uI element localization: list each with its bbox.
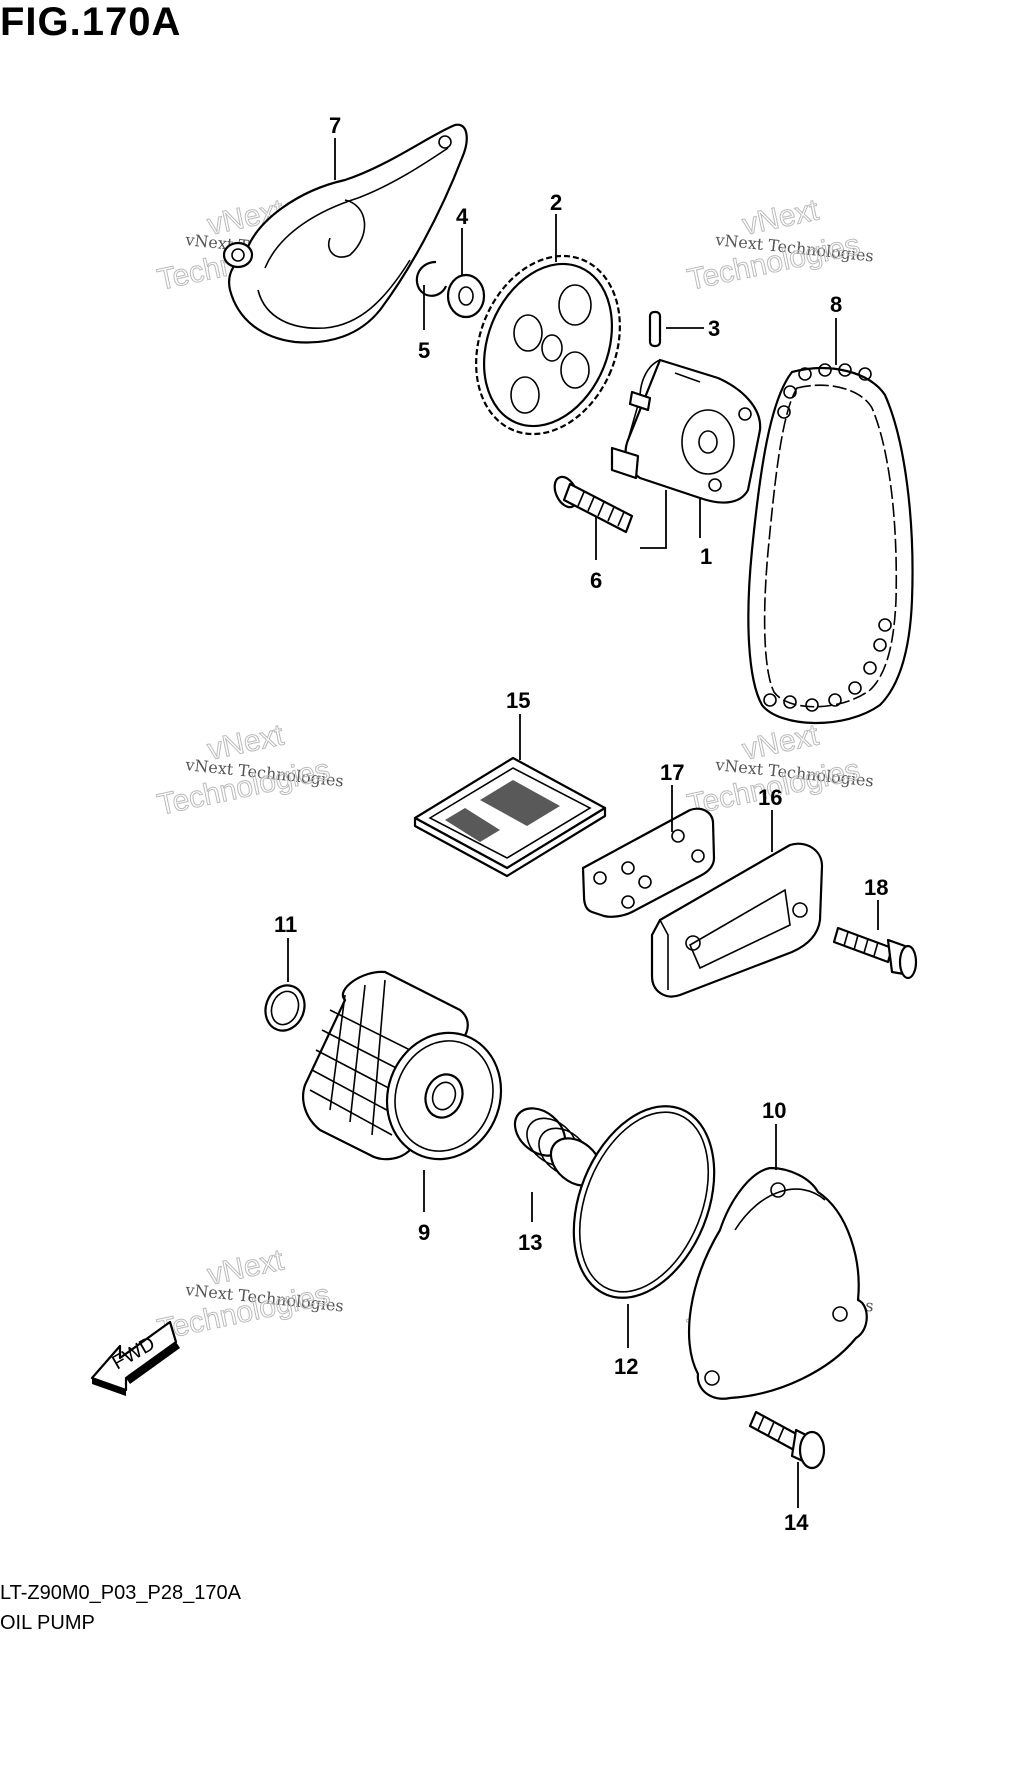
leader-lines [287,138,879,1508]
callout-18: 18 [864,875,888,900]
watermark: vNext vNext Technologies Technologies [154,1243,345,1347]
part-15-oil-strainer[interactable] [413,756,607,878]
fwd-arrow: FWD [90,1320,180,1396]
watermark: vNext vNext Technologies Technologies [684,193,875,297]
part-1-oil-pump-body[interactable] [610,358,762,504]
callout-8: 8 [830,292,842,317]
callout-11: 11 [274,912,297,937]
part-2-driven-gear[interactable] [450,234,645,456]
callout-1: 1 [700,544,712,569]
part-3-pin[interactable] [648,310,662,348]
part-17-gasket[interactable] [581,807,716,918]
callout-12: 12 [614,1354,638,1379]
part-10-filter-cap[interactable] [688,1166,868,1400]
callout-labels: 1 2 3 4 5 6 7 8 9 10 11 12 13 14 15 16 1… [274,113,888,1535]
callout-5: 5 [418,338,430,363]
figure-code: LT-Z90M0_P03_P28_170A [0,1582,241,1604]
watermark: vNext vNext Technologies Technologies [154,718,345,822]
part-12-large-o-ring[interactable] [547,1085,741,1318]
part-11-o-ring[interactable] [259,980,310,1036]
callout-13: 13 [518,1230,542,1255]
callout-10: 10 [762,1098,786,1123]
callout-16: 16 [758,785,782,810]
part-4-washer[interactable] [446,273,486,319]
figure-title: FIG.170A [0,0,182,44]
callout-9: 9 [418,1220,430,1245]
callout-2: 2 [550,190,562,215]
callout-17: 17 [660,760,684,785]
part-8-chain[interactable] [747,363,914,725]
part-6-screw[interactable] [550,473,634,534]
figure-name: OIL PUMP [0,1612,95,1634]
callout-15: 15 [506,688,530,713]
part-16-strainer-cover[interactable] [650,842,824,998]
callout-4: 4 [456,204,469,229]
part-5-circlip[interactable] [415,260,448,297]
part-14-flange-bolt[interactable] [748,1410,826,1470]
part-7-cover-plate[interactable] [222,123,468,344]
callout-14: 14 [784,1510,809,1535]
part-9-oil-filter[interactable] [302,970,518,1175]
callout-6: 6 [590,568,602,593]
callout-7: 7 [329,113,341,138]
callout-3: 3 [708,316,720,341]
part-18-bolt[interactable] [832,926,918,980]
